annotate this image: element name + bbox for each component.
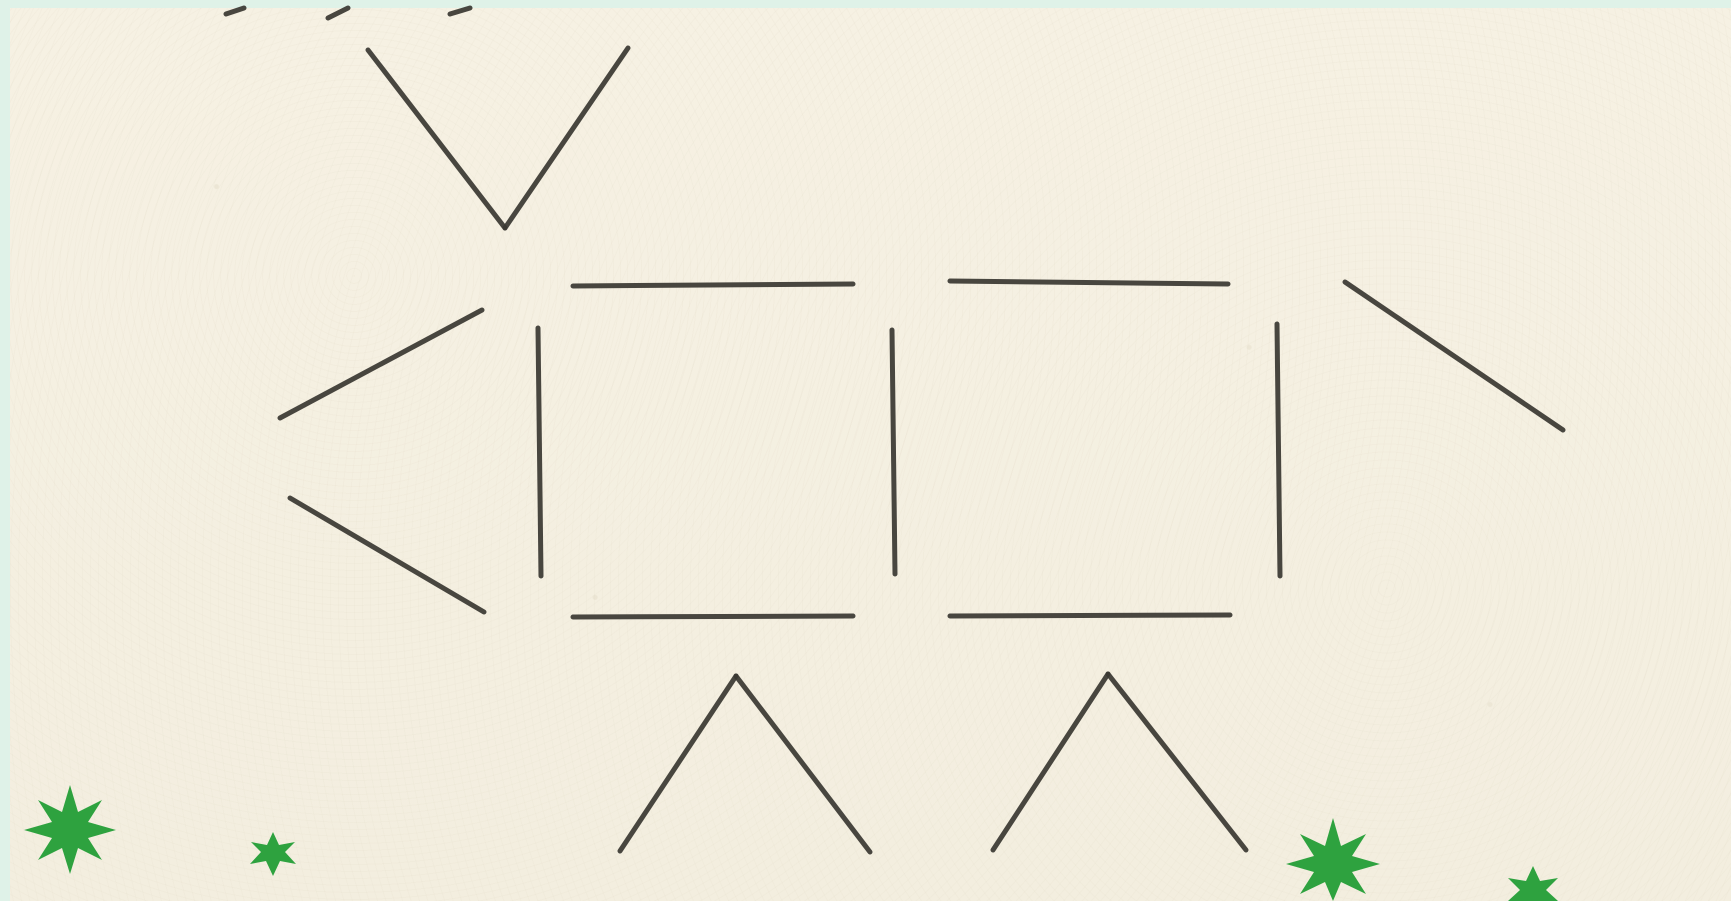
box-two-top-stick[interactable] [950, 281, 1228, 284]
top-v-right-stick[interactable] [505, 48, 628, 228]
box-one-bottom-stick[interactable] [573, 616, 853, 617]
snowflake-icon [1286, 818, 1380, 901]
top-v-left-stick[interactable] [368, 50, 505, 228]
bottom-right-v-left-stick[interactable] [993, 674, 1108, 850]
bottom-left-v-right-stick[interactable] [736, 676, 870, 852]
snowflake-icon [1508, 866, 1558, 901]
box-two-bottom-stick[interactable] [950, 615, 1230, 616]
right-diagonal-stick[interactable] [1345, 282, 1563, 430]
box-two-right-stick[interactable] [1277, 324, 1280, 576]
top-cropped-stick-mark [226, 8, 470, 18]
bottom-right-v-right-stick[interactable] [1108, 674, 1246, 850]
snowflake-icon [24, 785, 116, 874]
bottom-left-v-left-stick[interactable] [620, 676, 736, 851]
box-one-left-stick[interactable] [538, 328, 541, 576]
left-arrow-top-stick[interactable] [280, 310, 482, 418]
left-arrow-bottom-stick[interactable] [290, 498, 484, 612]
box-one-right-stick[interactable] [892, 330, 895, 574]
box-one-top-stick[interactable] [573, 284, 853, 286]
snowflake-icon [250, 832, 296, 876]
